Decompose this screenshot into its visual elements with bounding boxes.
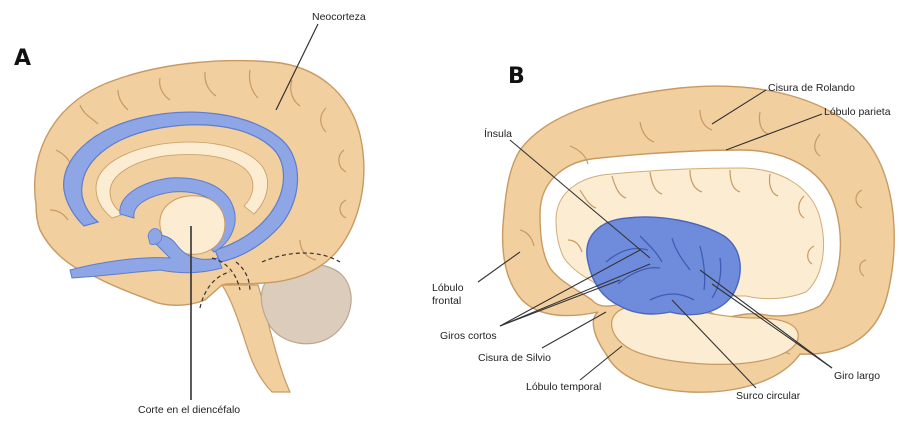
panel-a-medial-brain (35, 24, 364, 400)
panel-b-letter: B (508, 64, 525, 89)
label-parietal: Lóbulo parieta (824, 106, 891, 119)
label-temporal: Lóbulo temporal (526, 381, 601, 394)
small-blue-hook (148, 229, 162, 245)
label-neocortex: Neocorteza (312, 11, 366, 24)
label-diencephalon-cut: Corte en el diencéfalo (138, 404, 240, 417)
label-rolando: Cisura de Rolando (768, 82, 855, 95)
label-long-gyrus: Giro largo (834, 370, 880, 383)
label-short-gyri: Giros cortos (440, 330, 497, 343)
label-silvio: Cisura de Silvio (478, 352, 551, 365)
label-circular-sulcus: Surco circular (736, 390, 800, 403)
panel-a-letter: A (14, 46, 31, 71)
label-insula: Ínsula (484, 128, 512, 141)
label-frontal-1: Lóbulo (432, 282, 464, 295)
label-frontal-2: frontal (432, 295, 461, 308)
panel-b-lateral-brain (478, 86, 894, 392)
